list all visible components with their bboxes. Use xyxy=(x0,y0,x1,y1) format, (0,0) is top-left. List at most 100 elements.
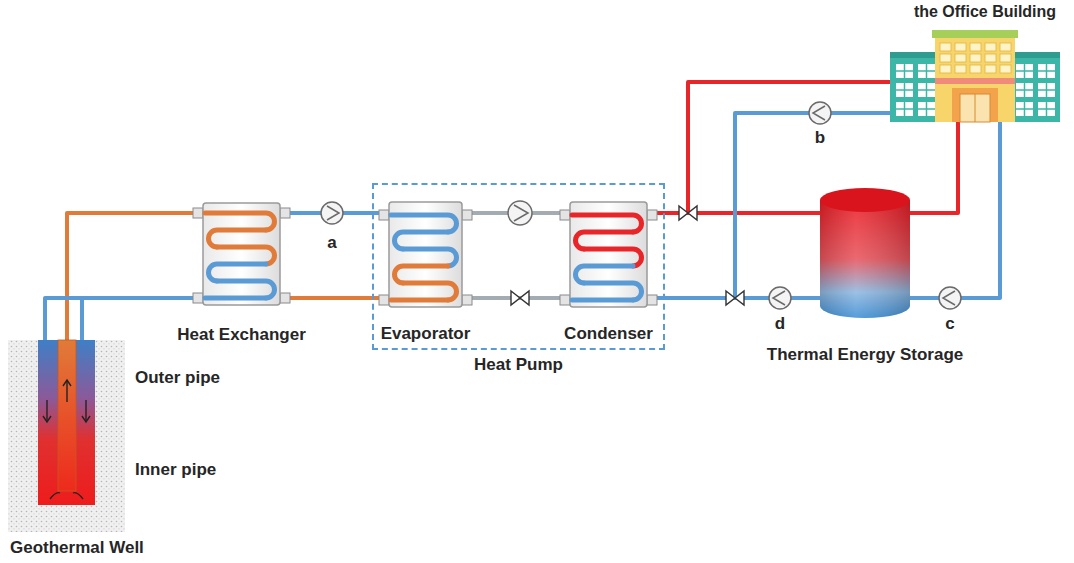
pump-symbol xyxy=(773,291,785,305)
pump-letter: b xyxy=(815,128,825,148)
coil-heat-exchanger-drawing xyxy=(570,202,647,307)
building-drawing xyxy=(970,43,981,51)
pipe-label: Inner pipe xyxy=(135,460,216,480)
well-drawing xyxy=(50,493,83,499)
coil-heat-exchanger-drawing xyxy=(209,230,267,247)
building-drawing xyxy=(890,30,1060,122)
coil-heat-exchanger-drawing xyxy=(647,295,657,305)
pump-letter: d xyxy=(775,314,785,334)
coil-heat-exchanger-drawing xyxy=(560,295,570,305)
building-drawing xyxy=(918,64,935,78)
pump-symbol xyxy=(769,287,791,309)
building-title: the Office Building xyxy=(914,2,1056,22)
well-drawing xyxy=(38,340,95,505)
heat-exchanger: Heat Exchanger xyxy=(203,203,280,305)
coil-heat-exchanger-drawing xyxy=(403,283,457,300)
building-drawing xyxy=(1016,83,1033,97)
building-drawing xyxy=(1016,102,1033,116)
coil-heat-exchanger-drawing xyxy=(391,215,457,232)
coil-heat-exchanger-drawing xyxy=(209,264,267,281)
well-drawing xyxy=(38,340,95,505)
coil-heat-exchanger-drawing xyxy=(205,296,266,301)
building-drawing xyxy=(955,65,966,73)
return-pipe-stub xyxy=(80,298,84,340)
tank-drawing xyxy=(820,188,910,212)
building-drawing xyxy=(940,54,951,62)
building-drawing xyxy=(896,64,913,78)
building-drawing xyxy=(896,83,913,97)
building-drawing xyxy=(1038,64,1055,78)
coil-heat-exchanger-drawing xyxy=(379,210,389,220)
building-drawing xyxy=(932,30,1018,38)
coil-heat-exchanger-drawing xyxy=(462,210,472,220)
building-drawing xyxy=(890,56,940,122)
building-drawing xyxy=(1010,52,1060,58)
building-drawing xyxy=(896,64,913,78)
component-label: Geothermal Well xyxy=(10,538,144,558)
building-drawing xyxy=(1038,83,1055,97)
coil-heat-exchanger-drawing xyxy=(193,208,203,218)
component-label: Thermal Energy Storage xyxy=(767,345,964,365)
building-drawing xyxy=(896,102,913,116)
component-label: Heat Exchanger xyxy=(177,325,306,345)
building-drawing xyxy=(1016,83,1033,97)
office-building: the Office Building xyxy=(890,30,1060,122)
pump-letter: a xyxy=(327,233,336,253)
coil-heat-exchanger-drawing xyxy=(280,208,290,218)
well-drawing xyxy=(58,340,76,491)
building-drawing xyxy=(970,54,981,62)
well-drawing xyxy=(66,380,67,402)
building-drawing xyxy=(896,83,913,97)
coil-heat-exchanger-drawing xyxy=(389,202,462,307)
coil-heat-exchanger-drawing xyxy=(217,281,275,298)
pump-symbol xyxy=(809,102,831,124)
pump-symbol xyxy=(943,291,955,305)
building-drawing xyxy=(890,52,940,58)
pump-symbol xyxy=(939,287,961,309)
well-drawing xyxy=(43,416,51,422)
pump-symbol xyxy=(327,206,339,220)
valve-symbol xyxy=(511,291,529,305)
building-drawing xyxy=(970,65,981,73)
building-drawing xyxy=(918,64,935,78)
building-drawing xyxy=(1016,102,1033,116)
building-drawing xyxy=(1016,64,1033,78)
condenser: Condenser xyxy=(570,202,647,307)
building-drawing xyxy=(1038,102,1055,116)
valve-symbol xyxy=(679,206,697,220)
building-drawing xyxy=(952,88,998,122)
building-drawing xyxy=(1038,83,1055,97)
coil-heat-exchanger-drawing xyxy=(576,232,634,249)
valve-symbol xyxy=(726,291,744,305)
building-drawing xyxy=(918,102,935,116)
compressor-symbol xyxy=(508,201,532,225)
building-drawing xyxy=(918,102,935,116)
coil-heat-exchanger-drawing xyxy=(205,213,274,230)
pump-letter: c xyxy=(945,314,954,334)
coil-heat-exchanger-drawing xyxy=(389,202,462,307)
building-drawing xyxy=(896,102,913,116)
building-drawing xyxy=(1010,56,1060,122)
evaporator: Evaporator xyxy=(389,202,462,307)
storage-tank: Thermal Energy Storage xyxy=(820,188,910,318)
coil-heat-exchanger-drawing xyxy=(576,266,634,283)
coil-heat-exchanger-drawing xyxy=(280,293,290,303)
coil-heat-exchanger-drawing xyxy=(462,295,472,305)
pipe-line xyxy=(910,122,1000,298)
tank-drawing xyxy=(820,188,910,318)
pipe-line xyxy=(910,122,958,213)
building-drawing xyxy=(955,43,966,51)
building-drawing xyxy=(1038,102,1055,116)
coil-heat-exchanger-drawing xyxy=(572,298,633,303)
building-drawing xyxy=(985,54,996,62)
building-drawing xyxy=(1038,64,1055,78)
building-drawing xyxy=(1000,54,1011,62)
tank-drawing xyxy=(820,200,910,318)
building-drawing xyxy=(935,38,1015,122)
building-drawing xyxy=(1000,65,1011,73)
heat-pump-group: Heat PumpEvaporatorCondenser xyxy=(372,183,665,350)
coil-heat-exchanger-drawing xyxy=(572,215,642,232)
coil-heat-exchanger-drawing xyxy=(379,295,389,305)
coil-heat-exchanger-drawing xyxy=(395,266,449,283)
